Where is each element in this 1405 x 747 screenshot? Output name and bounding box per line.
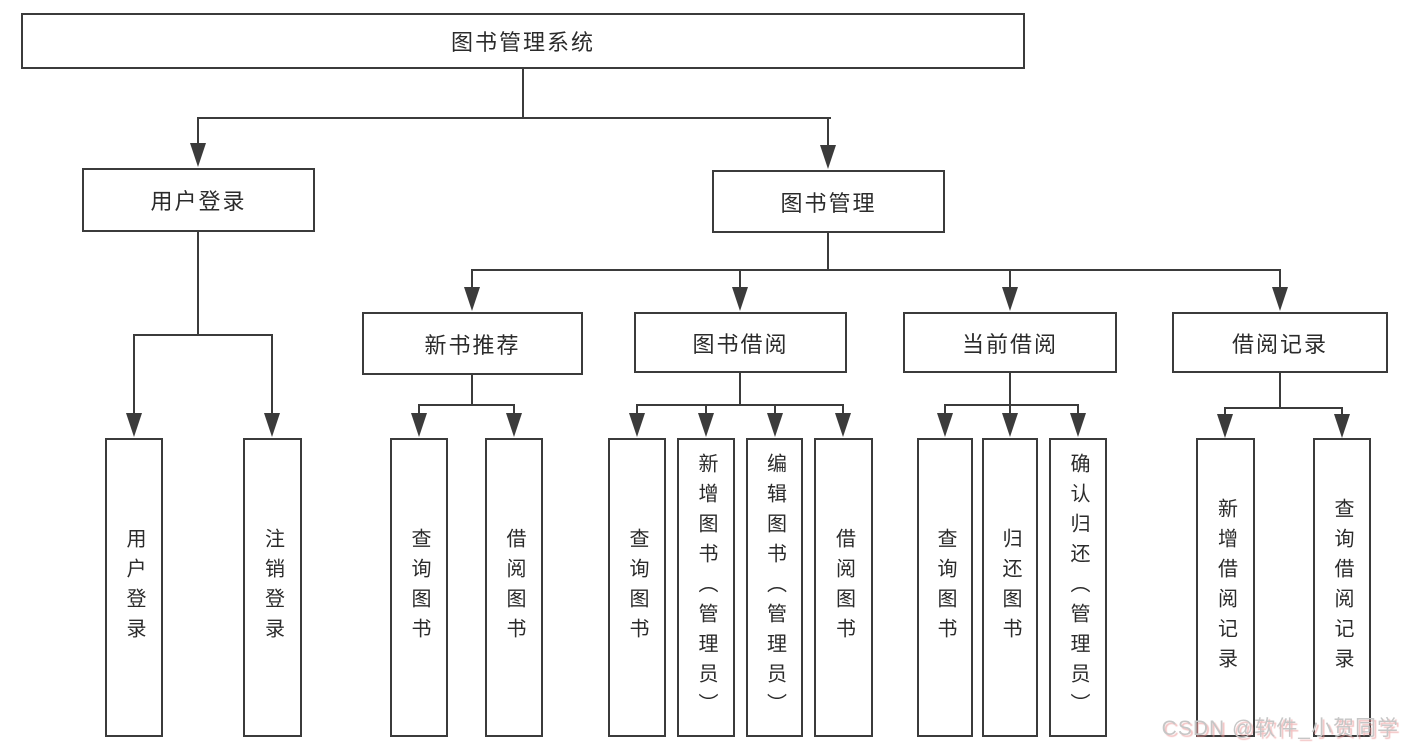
branch-book-management-label: 图书管理: [780, 190, 877, 216]
root-node-label: 图书管理系统: [450, 30, 595, 55]
leaf-return-book-label: 归还图书: [999, 527, 1021, 648]
group-borrowing-records: 借阅记录: [1172, 312, 1388, 373]
group-borrowing-records-label: 借阅记录: [1231, 331, 1328, 357]
branch-user-login: 用户登录: [82, 168, 315, 232]
leaf-user-login-label: 用户登录: [123, 527, 145, 648]
leaf-query-book-current: 查询图书: [917, 438, 973, 737]
branch-book-management: 图书管理: [712, 170, 945, 233]
leaf-logout-label: 注销登录: [261, 527, 284, 648]
group-current-borrowing: 当前借阅: [903, 312, 1117, 373]
leaf-query-borrow-record: 查询借阅记录: [1313, 438, 1371, 737]
leaf-return-book: 归还图书: [982, 438, 1038, 737]
book-borrowing-connector: [629, 373, 851, 437]
leaf-logout: 注销登录: [243, 438, 302, 737]
group-book-borrowing-label: 图书借阅: [692, 331, 789, 357]
leaf-borrow-book: 借阅图书: [814, 438, 873, 737]
borrowing-records-connector: [1217, 373, 1350, 438]
leaf-query-book-borrowing: 查询图书: [608, 438, 666, 737]
leaf-query-borrow-record-label: 查询借阅记录: [1331, 497, 1353, 678]
leaf-query-book-current-label: 查询图书: [934, 527, 956, 648]
group-new-book-recommend: 新书推荐: [362, 312, 583, 375]
leaf-edit-book-admin: 编辑图书（管理员）: [746, 438, 803, 737]
group-new-book-recommend-label: 新书推荐: [424, 332, 521, 358]
leaf-borrow-book-label: 借阅图书: [832, 527, 855, 648]
leaf-confirm-return-admin-label: 确认归还（管理员）: [1067, 452, 1089, 723]
leaf-add-borrow-record-label: 新增借阅记录: [1214, 497, 1237, 678]
leaf-add-book-admin-label: 新增图书（管理员）: [695, 452, 717, 723]
group-current-borrowing-label: 当前借阅: [961, 331, 1058, 357]
leaf-query-book-recommend: 查询图书: [390, 438, 448, 737]
root-connector: [190, 68, 836, 169]
csdn-watermark: CSDN @软件_小贺同学: [1161, 717, 1399, 740]
branch-user-login-label: 用户登录: [150, 189, 247, 214]
leaf-borrow-book-recommend: 借阅图书: [485, 438, 543, 737]
user-login-connector: [126, 232, 280, 437]
root-node-library-system: 图书管理系统: [21, 13, 1025, 69]
group-book-borrowing: 图书借阅: [634, 312, 847, 373]
leaf-borrow-book-recommend-label: 借阅图书: [503, 527, 525, 648]
leaf-query-book-borrowing-label: 查询图书: [626, 527, 648, 648]
leaf-add-borrow-record: 新增借阅记录: [1196, 438, 1255, 737]
current-borrowing-connector: [937, 373, 1086, 437]
leaf-add-book-admin: 新增图书（管理员）: [677, 438, 735, 737]
leaf-edit-book-admin-label: 编辑图书（管理员）: [763, 452, 786, 723]
new-book-recommend-connector: [411, 375, 522, 437]
leaf-query-book-recommend-label: 查询图书: [408, 527, 430, 648]
leaf-user-login: 用户登录: [105, 438, 163, 737]
book-management-connector: [464, 233, 1288, 311]
leaf-confirm-return-admin: 确认归还（管理员）: [1049, 438, 1107, 737]
